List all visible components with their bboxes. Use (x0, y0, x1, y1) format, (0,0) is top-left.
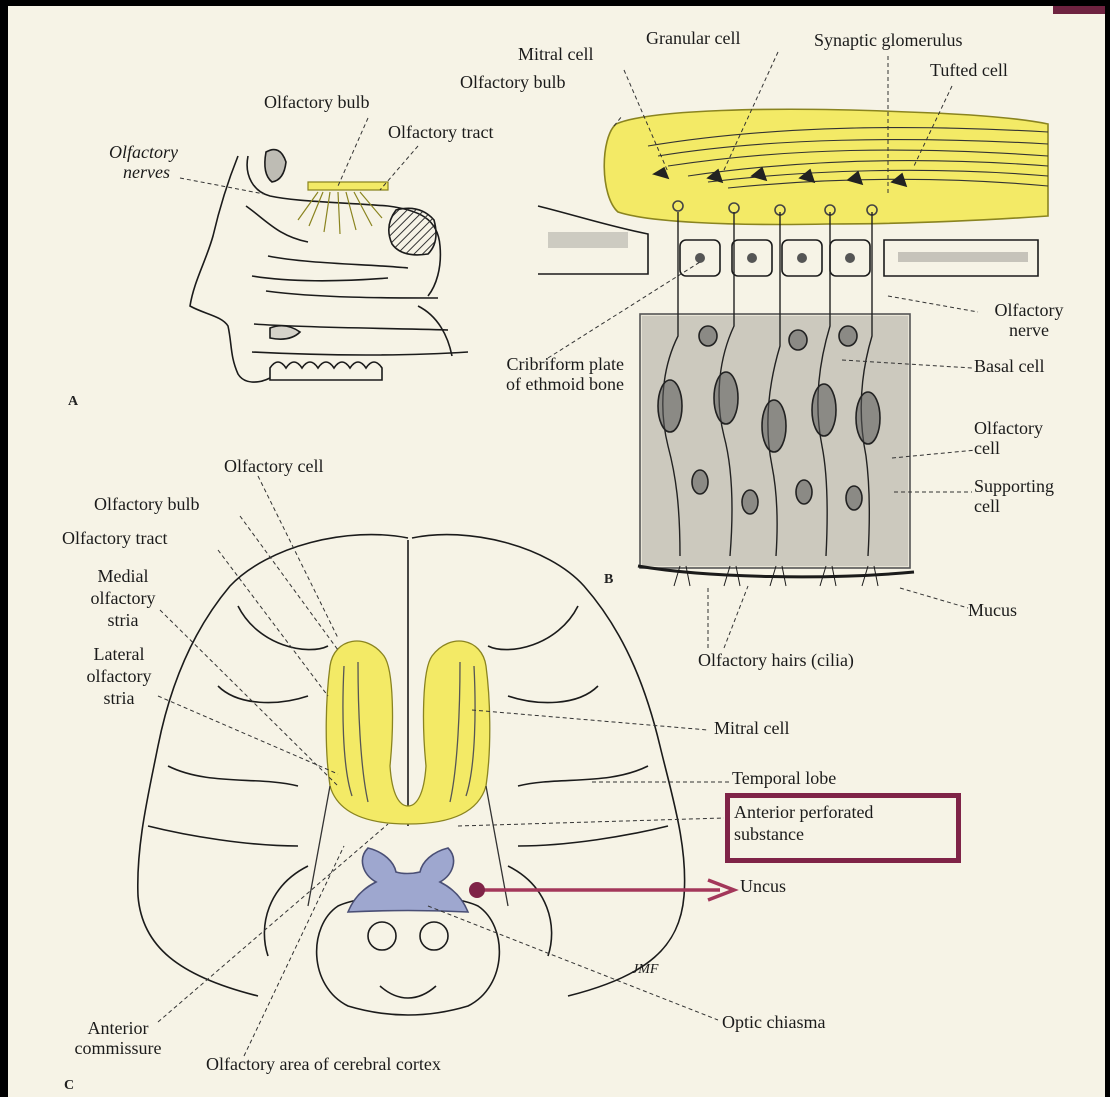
label-b-olfactory-nerve-line2: nerve (974, 320, 1084, 340)
label-c-temporal-lobe: Temporal lobe (732, 768, 836, 788)
label-a-olfactory-bulb: Olfactory bulb (264, 92, 369, 112)
label-b-mucus: Mucus (968, 600, 1017, 620)
label-b-olfactory-cell-line2: cell (974, 438, 1000, 458)
label-c-lateral-stria-line2: olfactory (64, 666, 174, 686)
panel-c-brain-outline (138, 535, 685, 1015)
label-b-olfactory-bulb: Olfactory bulb (460, 72, 565, 92)
label-c-mitral-cell: Mitral cell (714, 718, 789, 738)
label-c-anterior-commissure-line2: commissure (58, 1038, 178, 1058)
label-c-anterior-perforated-line1: Anterior perforated (734, 802, 873, 822)
panel-b-bulb (604, 109, 1048, 224)
panel-b-letter: B (604, 572, 614, 588)
panel-c-letter: C (64, 1078, 75, 1094)
label-c-uncus: Uncus (740, 876, 786, 896)
label-b-granular-cell: Granular cell (646, 28, 740, 48)
label-c-olfactory-cell: Olfactory cell (224, 456, 323, 476)
label-a-olfactory-nerves-line2: nerves (74, 162, 170, 182)
panel-a-olfactory-bulb-and-nerves (298, 182, 388, 234)
label-b-cribriform-line1: Cribriform plate (428, 354, 624, 374)
label-b-olfactory-nerve-line1: Olfactory (974, 300, 1084, 320)
label-b-olfactory-hairs: Olfactory hairs (cilia) (698, 650, 854, 670)
label-b-cribriform-line2: of ethmoid bone (428, 374, 624, 394)
uncus-arrow (469, 880, 734, 900)
label-c-olfactory-tract: Olfactory tract (62, 528, 167, 548)
label-b-tufted-cell: Tufted cell (930, 60, 1008, 80)
label-c-olfactory-bulb: Olfactory bulb (94, 494, 199, 514)
olfactory-diagram-artwork (8, 6, 1105, 1097)
label-c-lateral-stria-line1: Lateral (64, 644, 174, 664)
label-c-lateral-stria-line3: stria (64, 688, 174, 708)
artist-signature: JMF (632, 960, 658, 980)
label-c-medial-stria-line2: olfactory (68, 588, 178, 608)
label-a-olfactory-tract: Olfactory tract (388, 122, 493, 142)
label-c-medial-stria-line1: Medial (68, 566, 178, 586)
figure-page: A B C Olfactory bulb Olfactory tract Olf… (8, 6, 1105, 1097)
label-c-optic-chiasma: Optic chiasma (722, 1012, 825, 1032)
label-a-olfactory-nerves-line1: Olfactory (74, 142, 178, 162)
label-b-synaptic-glomerulus: Synaptic glomerulus (814, 30, 962, 50)
label-c-olfactory-area: Olfactory area of cerebral cortex (206, 1054, 441, 1074)
label-c-medial-stria-line3: stria (68, 610, 178, 630)
panel-a-letter: A (68, 394, 79, 410)
label-b-supporting-cell-line1: Supporting (974, 476, 1054, 496)
label-b-supporting-cell-line2: cell (974, 496, 1000, 516)
label-c-anterior-perforated-line2: substance (734, 824, 804, 844)
label-c-anterior-commissure-line1: Anterior (58, 1018, 178, 1038)
label-b-basal-cell: Basal cell (974, 356, 1044, 376)
label-b-mitral-cell: Mitral cell (518, 44, 593, 64)
label-b-olfactory-cell-line1: Olfactory (974, 418, 1043, 438)
panel-c-optic-chiasma (348, 848, 468, 912)
